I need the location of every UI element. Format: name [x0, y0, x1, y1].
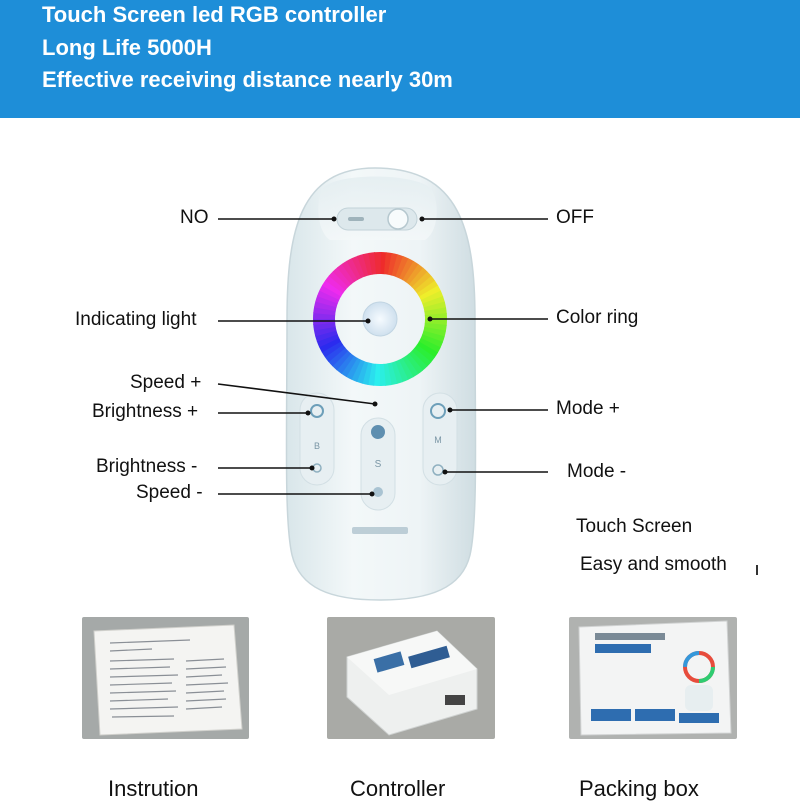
color-ring-segment[interactable]: [412, 362, 416, 365]
color-ring-segment[interactable]: [431, 295, 433, 300]
color-ring-segment[interactable]: [422, 351, 425, 355]
label-color-ring: Color ring: [556, 307, 638, 329]
color-ring-segment[interactable]: [390, 264, 395, 265]
color-ring-segment[interactable]: [412, 273, 416, 276]
color-ring-segment[interactable]: [324, 323, 325, 329]
instruction-sheet-photo: [82, 617, 249, 739]
color-ring-segment[interactable]: [420, 279, 424, 283]
note-touch-screen: Touch Screen: [576, 516, 692, 538]
color-ring-segment[interactable]: [326, 333, 328, 338]
packing-box-photo: [569, 617, 737, 739]
color-ring-segment[interactable]: [356, 266, 361, 268]
color-ring-segment[interactable]: [407, 365, 412, 368]
color-ring-segment[interactable]: [334, 282, 337, 286]
color-ring-segment[interactable]: [416, 276, 420, 280]
color-ring-segment[interactable]: [426, 287, 429, 292]
color-ring-segment[interactable]: [435, 324, 436, 330]
color-ring-segment[interactable]: [340, 358, 344, 362]
color-ring-segment[interactable]: [332, 286, 335, 291]
color-ring-segment[interactable]: [384, 374, 390, 375]
color-ring-segment[interactable]: [435, 309, 436, 315]
power-toggle[interactable]: [337, 208, 417, 230]
color-ring-segment[interactable]: [408, 271, 413, 274]
caption-packing-box: Packing box: [579, 776, 699, 802]
color-ring-segment[interactable]: [361, 265, 366, 267]
label-no: NO: [180, 207, 209, 229]
label-mode-minus: Mode -: [567, 461, 626, 483]
color-ring-segment[interactable]: [324, 309, 325, 315]
color-ring-segment[interactable]: [399, 266, 404, 268]
label-mode-plus: Mode +: [556, 398, 620, 420]
note-divider: [756, 565, 758, 575]
caption-instruction: Instrution: [108, 776, 199, 802]
mode-letter: M: [434, 435, 442, 445]
label-indicating-light: Indicating light: [75, 309, 196, 331]
color-ring-segment[interactable]: [325, 304, 326, 309]
color-ring-segment[interactable]: [329, 290, 332, 295]
color-ring-segment[interactable]: [389, 373, 394, 374]
speed-buttons[interactable]: S: [361, 418, 395, 510]
color-ring-segment[interactable]: [360, 371, 365, 373]
note-easy-smooth: Easy and smooth: [580, 554, 727, 576]
color-ring-segment[interactable]: [344, 273, 348, 276]
color-ring-segment[interactable]: [434, 305, 435, 310]
brightness-buttons[interactable]: B: [300, 393, 334, 485]
color-ring-segment[interactable]: [404, 268, 409, 271]
color-ring-segment[interactable]: [352, 268, 357, 271]
label-speed-plus: Speed +: [130, 372, 201, 394]
color-ring-segment[interactable]: [365, 373, 370, 374]
no-switch-indicator: [348, 217, 364, 221]
color-ring-segment[interactable]: [433, 300, 435, 305]
remote-logo: [352, 527, 408, 534]
color-ring-segment[interactable]: [394, 372, 399, 374]
color-ring-segment[interactable]: [343, 361, 347, 364]
color-ring-segment[interactable]: [432, 333, 434, 338]
color-ring-segment[interactable]: [370, 263, 376, 264]
color-ring-segment[interactable]: [428, 343, 431, 348]
controller-box-photo: [327, 617, 495, 739]
color-ring-segment[interactable]: [347, 364, 352, 367]
color-ring-segment[interactable]: [356, 369, 361, 371]
color-ring-segment[interactable]: [351, 367, 356, 370]
color-ring-segment[interactable]: [434, 329, 435, 334]
color-ring-segment[interactable]: [398, 370, 403, 372]
color-ring-segment[interactable]: [370, 374, 376, 375]
color-ring-segment[interactable]: [430, 338, 432, 343]
color-ring-segment[interactable]: [337, 279, 341, 283]
color-ring-segment[interactable]: [327, 295, 329, 300]
color-ring-segment[interactable]: [385, 263, 391, 264]
color-ring-segment[interactable]: [425, 347, 428, 352]
color-ring-segment[interactable]: [419, 355, 423, 359]
label-brightness-minus: Brightness -: [96, 456, 197, 478]
label-off: OFF: [556, 207, 594, 229]
color-ring-segment[interactable]: [327, 337, 329, 342]
color-ring-segment[interactable]: [415, 359, 419, 363]
color-ring-segment[interactable]: [340, 276, 344, 280]
color-ring-segment[interactable]: [366, 264, 371, 265]
color-ring-segment[interactable]: [325, 328, 326, 333]
color-ring-segment[interactable]: [423, 283, 426, 287]
color-ring-segment[interactable]: [337, 354, 341, 358]
label-speed-minus: Speed -: [136, 482, 203, 504]
speed-letter: S: [375, 459, 382, 470]
color-ring-segment[interactable]: [428, 291, 431, 296]
off-button-icon: [388, 209, 408, 229]
speed-minus-icon: [373, 487, 383, 497]
color-ring-segment[interactable]: [403, 367, 408, 370]
brightness-letter: B: [314, 441, 320, 451]
color-ring-segment[interactable]: [326, 299, 328, 304]
color-ring-segment[interactable]: [329, 342, 332, 347]
caption-controller: Controller: [350, 776, 445, 802]
label-brightness-plus: Brightness +: [92, 401, 198, 423]
color-ring-segment[interactable]: [334, 351, 337, 355]
color-ring-segment[interactable]: [348, 270, 353, 273]
color-ring-segment[interactable]: [331, 346, 334, 351]
color-ring-segment[interactable]: [394, 265, 399, 267]
speed-plus-icon: [371, 425, 385, 439]
